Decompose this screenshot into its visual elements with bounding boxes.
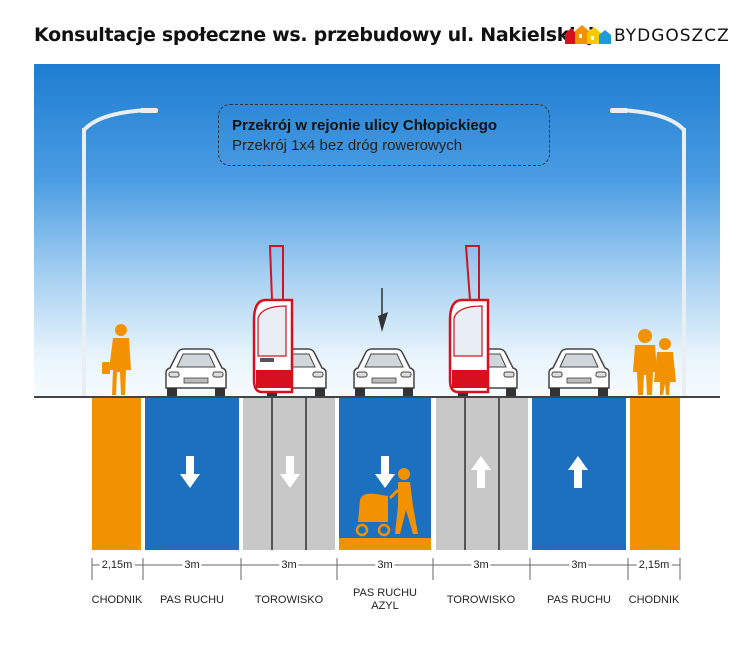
dimension-label: 3m <box>375 559 395 571</box>
street-lamp-right-icon <box>610 108 686 396</box>
arrow-down-icon <box>280 456 300 488</box>
sky-background <box>34 64 720 396</box>
dimension-label: 2,15m <box>99 559 135 571</box>
bydgoszcz-logo-icon <box>565 25 611 44</box>
lane-label: PAS RUCHU <box>160 594 224 606</box>
dimension-label: 2,15m <box>636 559 672 571</box>
car-icon <box>548 348 610 396</box>
dimension-label: 3m <box>569 559 589 571</box>
lane-label: PAS RUCHU <box>547 594 611 606</box>
page-title: Konsultacje społeczne ws. przebudowy ul.… <box>34 24 595 46</box>
lane-label: CHODNIK <box>91 594 143 606</box>
arrow-down-icon <box>375 456 395 488</box>
lane-label: CHODNIK <box>628 594 680 606</box>
pedestrian-with-stroller-icon <box>355 468 418 537</box>
arrow-up-icon <box>568 456 588 488</box>
section-title: Przekrój w rejonie ulicy Chłopickiego <box>232 117 498 134</box>
car-icon <box>165 348 227 396</box>
section-subtitle: Przekrój 1x4 bez dróg rowerowych <box>232 137 463 154</box>
tram-right-icon <box>448 245 490 394</box>
dimension-label: 3m <box>279 559 299 571</box>
pedestrian-icon <box>102 324 131 395</box>
dimension-label: 3m <box>471 559 491 571</box>
sidewalk-left-band <box>92 398 141 550</box>
pedestrians-couple-icon <box>633 329 676 395</box>
lane-label: TOROWISKO <box>254 594 324 606</box>
arrow-down-icon <box>180 456 200 488</box>
refuge-island <box>339 538 431 550</box>
direction-marker-icon <box>378 288 388 332</box>
car-icon <box>353 348 415 396</box>
ground-line <box>34 396 720 398</box>
section-info-box <box>218 104 550 166</box>
tram-left-icon <box>252 245 294 394</box>
lane-label: TOROWISKO <box>446 594 516 606</box>
dimension-label: 3m <box>182 559 202 571</box>
arrow-up-icon <box>471 456 491 488</box>
street-lamp-left-icon <box>82 108 158 396</box>
logo-text: BYDGOSZCZ <box>614 26 730 46</box>
sidewalk-right-band <box>630 398 680 550</box>
